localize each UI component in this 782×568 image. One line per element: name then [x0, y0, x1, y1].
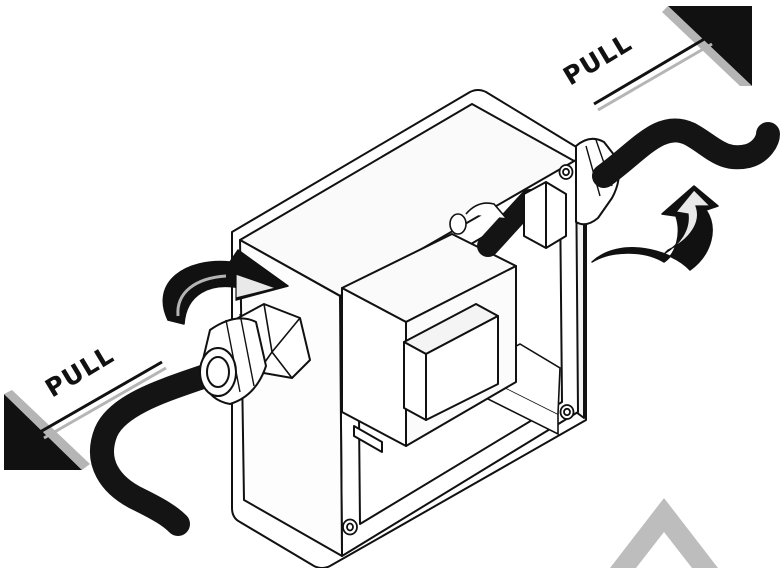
rotate-arrow-right-icon	[591, 185, 719, 271]
pull-indicator-top-right: PULL	[557, 6, 752, 112]
watermark-caret-icon	[610, 498, 718, 568]
pull-line-top-right	[593, 36, 707, 106]
left-cable-gland	[199, 303, 311, 405]
pull-line-bottom-left	[39, 360, 163, 434]
coil-front	[403, 341, 427, 421]
terminal-block	[341, 233, 517, 453]
pull-label-top-right: PULL	[558, 28, 637, 91]
left-cable	[90, 358, 234, 536]
terminal-block-base	[353, 425, 383, 453]
coil-side	[425, 315, 499, 421]
rotate-arrow-left-icon	[162, 249, 289, 325]
right-cable	[592, 118, 780, 188]
